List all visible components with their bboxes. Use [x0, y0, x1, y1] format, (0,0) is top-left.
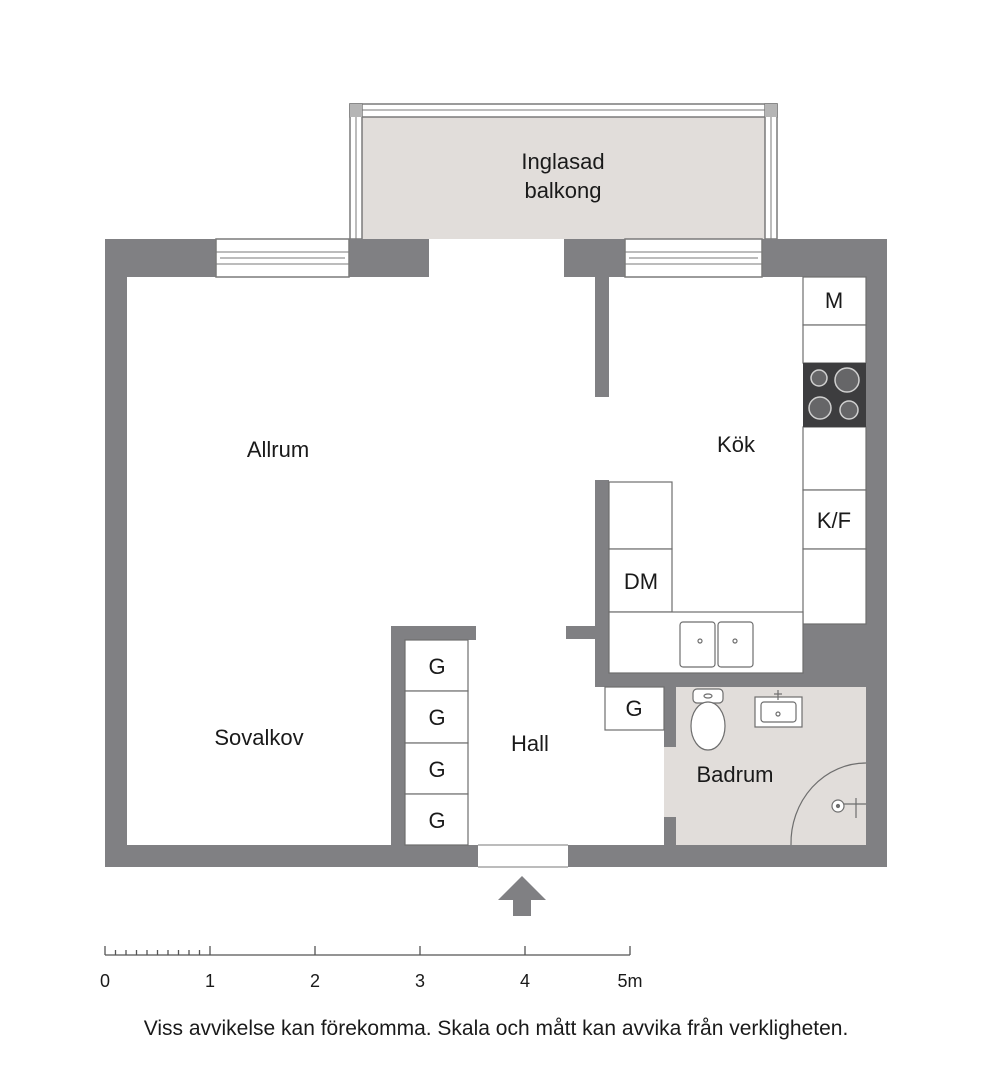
disclaimer-text: Viss avvikelse kan förekomma. Skala och …: [143, 1017, 849, 1040]
window-living: [215, 238, 350, 278]
scale-label: 0: [100, 971, 110, 991]
entrance-arrow-icon: [498, 876, 546, 916]
stove: [803, 363, 866, 427]
kitchen-units: [608, 276, 867, 674]
wardrobe-label: G: [428, 808, 445, 833]
window-kitchen: [624, 238, 763, 278]
toilet: [690, 688, 726, 751]
wardrobe-label: G: [428, 654, 445, 679]
wardrobe-label: G: [625, 696, 642, 721]
bathroom-sink: [754, 690, 803, 728]
balcony: Inglasad balkong: [349, 103, 778, 240]
bathroom-floor-strip: [664, 747, 676, 817]
alcove-label: Sovalkov: [214, 725, 303, 750]
scale-label: 2: [310, 971, 320, 991]
wardrobe-label: G: [428, 757, 445, 782]
kitchen-label: Kök: [717, 432, 756, 457]
balcony-label-line1: Inglasad: [521, 149, 604, 174]
wardrobe-label: G: [428, 705, 445, 730]
fridge-freezer-label: K/F: [817, 508, 851, 533]
scale-bar: 0 1 2 3 4 5m: [100, 946, 643, 991]
scale-label: 3: [415, 971, 425, 991]
scale-label: 1: [205, 971, 215, 991]
microwave-label: M: [825, 288, 843, 313]
walls: [105, 239, 887, 867]
living-room-label: Allrum: [247, 437, 309, 462]
shower: [790, 762, 867, 846]
dishwasher-label: DM: [624, 569, 658, 594]
hall-label: Hall: [511, 731, 549, 756]
scale-label: 5m: [617, 971, 642, 991]
balcony-floor: [362, 114, 765, 239]
balcony-label-line2: balkong: [524, 178, 601, 203]
wardrobes: [404, 639, 665, 846]
kitchen-sink: [679, 621, 754, 668]
scale-label: 4: [520, 971, 530, 991]
bathroom-label: Badrum: [696, 762, 773, 787]
entrance-door: [478, 844, 568, 868]
